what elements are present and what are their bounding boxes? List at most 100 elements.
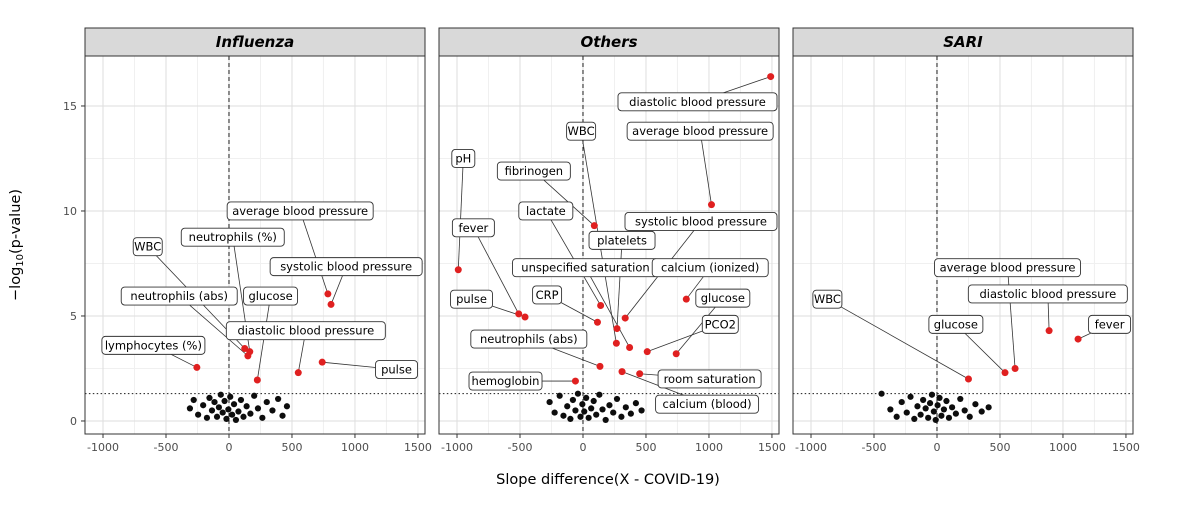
background-point	[632, 400, 639, 407]
label-text: glucose	[701, 291, 745, 305]
facet-title: Influenza	[216, 33, 294, 51]
y-axis-title-sub: 10	[15, 254, 26, 267]
label-box	[588, 230, 656, 250]
y-tick-label: 15	[63, 100, 77, 113]
significant-point	[515, 310, 523, 318]
label-box	[967, 284, 1128, 304]
point-label: pulse	[450, 289, 493, 309]
label-box	[518, 201, 574, 221]
label-text: fibrinogen	[505, 164, 563, 178]
point-label: fibrinogen	[496, 161, 571, 181]
point-label: lactate	[518, 201, 574, 221]
label-text: glucose	[934, 317, 978, 331]
label-text: WBC	[568, 124, 595, 138]
x-tick-label: 1500	[404, 441, 432, 454]
facet-strip	[84, 27, 426, 57]
background-point	[961, 407, 968, 414]
significant-point	[612, 339, 620, 347]
point-label: average blood pressure	[934, 258, 1081, 278]
x-tick-label: -500	[154, 441, 179, 454]
significant-point	[636, 370, 644, 378]
y-axis-title: −log10(p-value)	[8, 189, 26, 301]
background-point	[227, 393, 234, 400]
point-label: pH	[451, 149, 476, 168]
background-point	[599, 406, 606, 413]
label-box	[120, 286, 238, 306]
point-label: calcium (blood)	[655, 394, 760, 414]
background-point	[263, 398, 270, 406]
background-point	[914, 403, 921, 410]
label-text: calcium (blood)	[663, 397, 752, 411]
label-text: unspecified saturation	[521, 261, 649, 275]
x-tick-label: 1500	[758, 441, 786, 454]
label-text: lactate	[526, 204, 566, 218]
significant-point	[682, 295, 690, 303]
label-box	[226, 201, 374, 221]
background-point	[279, 412, 286, 419]
significant-point	[327, 300, 335, 308]
label-text: WBC	[134, 240, 161, 254]
label-box	[470, 329, 588, 349]
label-text: WBC	[814, 292, 841, 306]
label-box	[468, 371, 543, 391]
label-text: platelets	[597, 233, 647, 247]
label-box	[180, 227, 285, 247]
significant-point	[621, 314, 629, 322]
x-tick-label: 500	[989, 441, 1010, 454]
background-point	[972, 401, 979, 408]
x-tick-label: -500	[862, 441, 887, 454]
background-point	[579, 401, 586, 408]
label-text: CRP	[536, 288, 559, 302]
label-box	[928, 314, 984, 334]
background-point	[186, 405, 194, 412]
label-text: average blood pressure	[232, 204, 368, 218]
label-box	[651, 258, 769, 278]
y-tick-label: 10	[63, 205, 77, 218]
y-axis-title-prefix: −log	[8, 267, 24, 301]
background-point	[247, 410, 254, 417]
significant-point	[626, 343, 634, 351]
significant-point	[597, 301, 605, 309]
background-point	[200, 402, 207, 409]
x-tick-label: 0	[579, 441, 586, 454]
background-point	[235, 408, 242, 415]
label-text: average blood pressure	[940, 261, 1076, 275]
significant-point	[643, 348, 651, 356]
label-box	[132, 237, 163, 257]
point-label: neutrophils (%)	[180, 227, 285, 247]
background-point	[926, 400, 934, 407]
background-point	[903, 409, 910, 416]
label-text: diastolic blood pressure	[629, 95, 766, 109]
label-box	[695, 288, 751, 308]
background-point	[259, 414, 266, 421]
background-point	[585, 414, 592, 421]
background-point	[269, 407, 276, 414]
label-box	[451, 149, 476, 168]
background-point	[898, 398, 905, 406]
background-point	[567, 415, 574, 422]
background-point	[583, 394, 590, 401]
background-point	[610, 409, 617, 416]
background-point	[546, 398, 553, 406]
label-text: pulse	[381, 363, 412, 377]
background-point	[219, 409, 226, 416]
background-point	[985, 404, 992, 411]
significant-point	[324, 290, 332, 298]
point-label: diastolic blood pressure	[617, 92, 778, 112]
label-box	[624, 212, 778, 231]
label-text: neutrophils (abs)	[130, 289, 228, 303]
background-point	[593, 411, 600, 418]
background-point	[940, 406, 948, 413]
x-tick-label: -500	[508, 441, 533, 454]
point-label: fever	[1088, 314, 1132, 334]
significant-point	[521, 313, 529, 321]
label-box	[934, 258, 1081, 278]
label-text: pulse	[456, 292, 487, 306]
background-point	[925, 414, 932, 421]
background-point	[622, 404, 629, 411]
point-label: systolic blood pressure	[624, 212, 778, 231]
